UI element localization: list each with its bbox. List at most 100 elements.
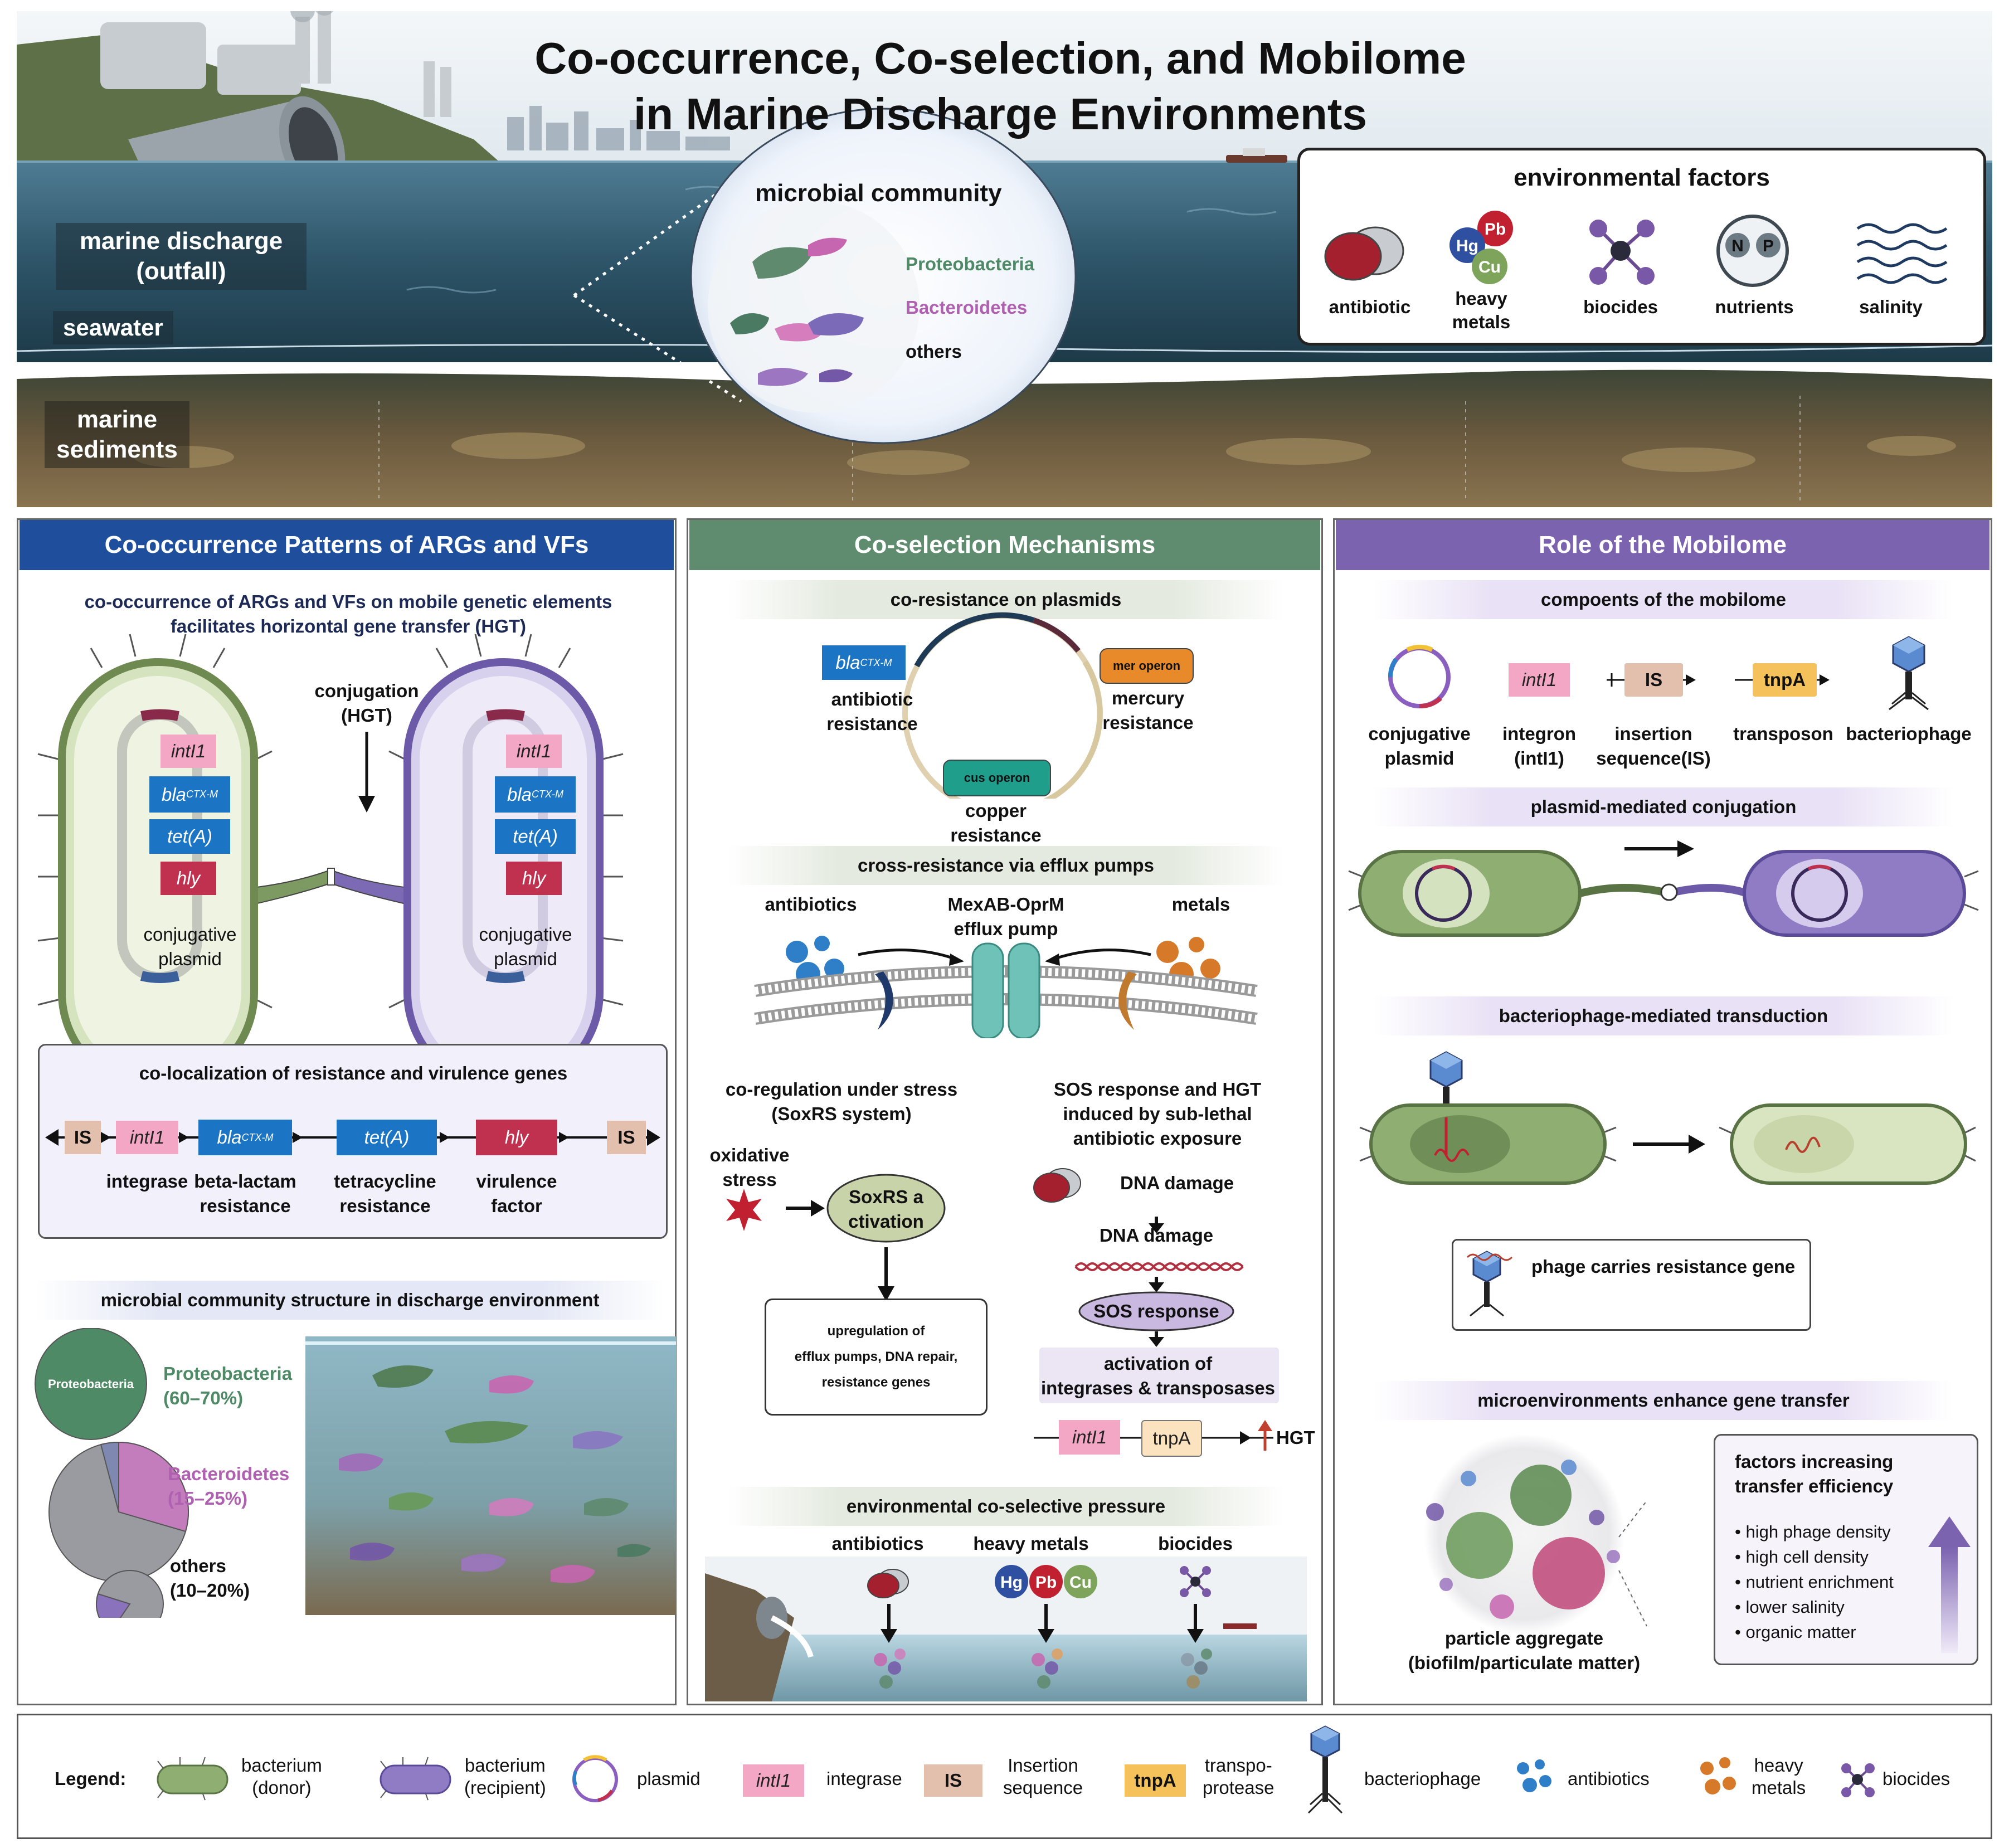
sos-title-line3: antibiotic exposure xyxy=(1073,1128,1242,1149)
aggregate-label: particle aggregate (biofilm/particulate … xyxy=(1408,1626,1640,1675)
legend-tnpa-chip: tnpA xyxy=(1125,1764,1186,1797)
community-pie-stack: Proteobacteria xyxy=(35,1328,189,1618)
bacteriophage-icon xyxy=(1889,636,1929,711)
pressure-biocides-label: biocides xyxy=(1158,1533,1233,1554)
map-bla-sub: CTX-M xyxy=(241,1131,274,1143)
salinity-icon xyxy=(1856,223,1948,284)
legend-integrase-label: integrase xyxy=(826,1768,902,1789)
recipient-bla-sub: CTX-M xyxy=(532,789,564,800)
legend-antibiotics-icon xyxy=(1517,1759,1551,1792)
community-structure-title: microbial community structure in dischar… xyxy=(35,1281,665,1320)
pressure-cu-symbol: Cu xyxy=(1069,1573,1092,1592)
sos-title: SOS response and HGT induced by sub-leth… xyxy=(1054,1077,1261,1151)
sos-hgt-label: HGT xyxy=(1276,1427,1315,1448)
mobilome-components xyxy=(1388,636,1929,711)
efflux-antibiotics-label: antibiotics xyxy=(765,894,857,915)
nutrients-icon: N P xyxy=(1716,215,1789,287)
activation-box xyxy=(1039,1348,1279,1403)
map-label-tetracycline: tetracycline resistance xyxy=(334,1171,436,1216)
soxrs-flow xyxy=(726,1174,946,1301)
factors-list: • high phage density • high cell density… xyxy=(1735,1519,1894,1645)
label-sediments: marine sediments xyxy=(45,401,189,468)
activation-label: activation of integrases & transposases xyxy=(1041,1351,1275,1400)
pressure-hg xyxy=(995,1565,1028,1598)
map-intl1: intI1 xyxy=(116,1121,178,1154)
conjugation-section-title: plasmid-mediated conjugation xyxy=(1374,787,1953,826)
map-label-integrase: integrase xyxy=(106,1171,188,1192)
pressure-metals-label: heavy metals xyxy=(973,1533,1089,1554)
panel-mobilome: Role of the Mobilome compoents of the mo… xyxy=(1333,518,1992,1705)
community-title: microbial community xyxy=(755,179,1002,207)
microenv-section-title: microenvironments enhance gene transfer xyxy=(1374,1381,1953,1420)
legend-transpo-label: transpo- protease xyxy=(1203,1755,1275,1798)
soxrs-line1: SoxRS a xyxy=(849,1186,923,1207)
map-label-beta-lactam: beta-lactam resistance xyxy=(194,1171,296,1216)
donor-gene-intl1: intI1 xyxy=(160,735,216,768)
metal-hg-symbol: Hg xyxy=(1456,237,1478,255)
pressure-cu xyxy=(1064,1565,1097,1598)
factor-item: • nutrient enrichment xyxy=(1735,1572,1894,1592)
factor-item: • lower salinity xyxy=(1735,1597,1845,1617)
transduction-diagram xyxy=(1359,1051,1976,1185)
legend-intl1-chip: intI1 xyxy=(743,1764,804,1797)
coreg-line1: co-regulation under stress xyxy=(725,1079,958,1100)
panel1-subtitle-line2: facilitates horizontal gene transfer (HG… xyxy=(170,616,527,636)
community-item-bacteroidetes: Bacteroidetes xyxy=(906,297,1028,318)
efflux-metals-label: metals xyxy=(1171,894,1230,915)
legend-is-chip: IS xyxy=(924,1764,982,1797)
legend-plasmid-label: plasmid xyxy=(637,1768,701,1789)
increase-arrow-icon xyxy=(1928,1516,1971,1653)
metal-pb-symbol: Pb xyxy=(1485,220,1506,239)
nutrient-n-symbol: N xyxy=(1731,237,1744,255)
factor-item: • organic matter xyxy=(1735,1622,1856,1642)
plasmid-conjugation-diagram xyxy=(1348,840,1979,937)
colocalization-box: co-localization of resistance and virule… xyxy=(38,1044,668,1239)
donor-plasmid-line2: plasmid xyxy=(158,949,222,969)
sos-response-node xyxy=(1078,1291,1234,1331)
conjugation-line2: (HGT) xyxy=(341,705,392,726)
efflux-pump-line1: MexAB-OprM xyxy=(947,894,1064,915)
donor-bla-text: bla xyxy=(161,784,187,805)
pie-label-bacteroidetes: Bacteroidetes (15–25%) xyxy=(168,1462,289,1511)
donor-plasmid-line1: conjugative xyxy=(143,924,237,945)
pressure-title: environmental co-selective pressure xyxy=(727,1487,1285,1526)
discharge-line1: marine discharge xyxy=(79,227,283,255)
pie-label-proteo-name: Proteobacteria xyxy=(163,1363,293,1384)
panel2-header: Co-selection Mechanisms xyxy=(689,520,1320,570)
map-is-right: IS xyxy=(607,1121,646,1154)
map-is-left: IS xyxy=(65,1121,101,1154)
legend-heavy-metals-label: heavy metals xyxy=(1752,1755,1806,1798)
efflux-membrane xyxy=(754,936,1258,1038)
pressure-scene: Hg Pb Cu xyxy=(705,1557,1307,1701)
community-item-proteobacteria: Proteobacteria xyxy=(906,254,1035,274)
pie-label-others: others (10–20%) xyxy=(170,1554,250,1603)
biocides-icon xyxy=(1589,220,1655,285)
recipient-plasmid-line1: conjugative xyxy=(479,924,572,945)
legend-title: Legend: xyxy=(55,1768,127,1789)
recipient-gene-teta: tet(A) xyxy=(495,819,576,854)
note-gene-squiggle xyxy=(1466,1253,1513,1261)
legend-recipient-label: bacterium (recipient) xyxy=(464,1755,546,1798)
env-factors-title: environmental factors xyxy=(1514,164,1770,191)
factors-title-line1: factors increasing xyxy=(1735,1451,1894,1472)
panel3-header: Role of the Mobilome xyxy=(1336,520,1989,570)
component-label-bacteriophage: bacteriophage xyxy=(1846,723,1972,744)
legend-biocides-icon xyxy=(1841,1763,1875,1797)
env-label-nutrients: nutrients xyxy=(1715,296,1794,317)
main-title-line1: Co-occurrence, Co-selection, and Mobilom… xyxy=(534,33,1466,83)
heavy-metals-icon: Pb Hg Cu xyxy=(1449,211,1513,284)
colocalization-title: co-localization of resistance and virule… xyxy=(139,1063,568,1083)
phage-note-text: phage carries resistance gene xyxy=(1531,1256,1796,1277)
upreg-line3: resistance genes xyxy=(821,1375,931,1390)
legend-heavy-metals-icon xyxy=(1700,1757,1736,1794)
dna-strand xyxy=(1074,1262,1244,1271)
factors-title: factors increasing transfer efficiency xyxy=(1735,1450,1893,1499)
sos-title-line2: induced by sub-lethal xyxy=(1063,1103,1252,1124)
env-factors-icons: Pb Hg Cu N P xyxy=(1324,211,1948,287)
phage-note-box: phage carries resistance gene xyxy=(1452,1239,1811,1331)
mer-operon-chip: mer operon xyxy=(1100,648,1194,684)
recipient-gene-hly: hly xyxy=(506,862,562,895)
env-label-heavy-metals: heavy metals xyxy=(1452,288,1511,332)
